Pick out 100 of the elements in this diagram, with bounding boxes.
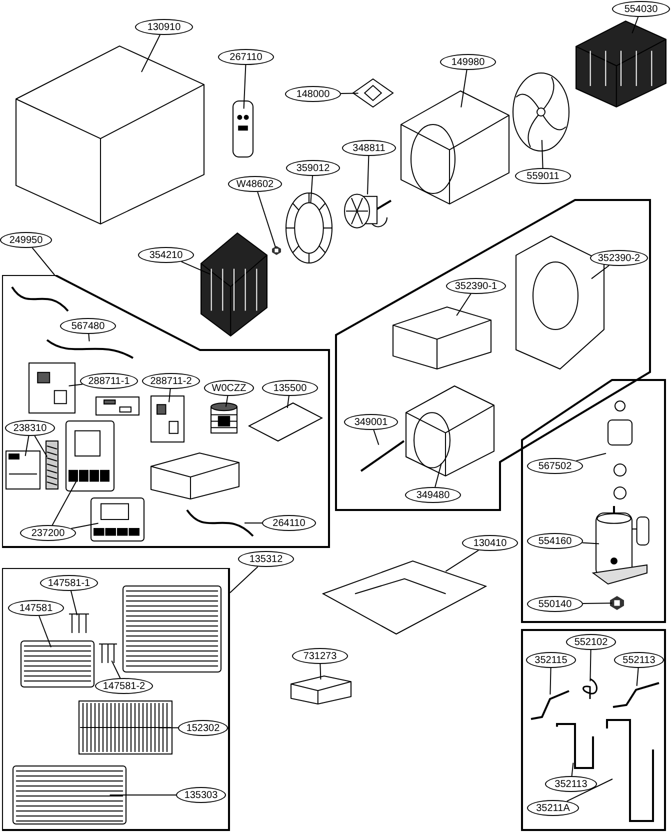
part-number-callout: 249950	[0, 232, 52, 248]
part-number-callout: 288711-2	[142, 373, 200, 389]
remote-control-drawing	[232, 100, 254, 158]
part-number-callout: 552113	[614, 652, 664, 668]
part-number-callout: 352113	[545, 776, 597, 792]
clip-drawing	[68, 612, 90, 634]
part-number-callout: 147581	[8, 600, 64, 616]
leader-line	[310, 176, 313, 204]
clip-drawing	[98, 642, 118, 664]
leader-line	[32, 247, 56, 276]
bracket-drawing	[352, 78, 394, 108]
front-grille-drawing	[12, 765, 127, 825]
grommet-drawing	[610, 596, 624, 610]
base-pan-drawing	[322, 560, 487, 635]
leader-line	[88, 334, 90, 342]
part-number-callout: 352115	[526, 652, 576, 668]
cover-plate-drawing	[248, 402, 323, 442]
orifice-panel-drawing	[405, 385, 495, 477]
part-number-callout: 148000	[285, 86, 341, 102]
nut-drawing	[272, 246, 281, 255]
leader-line	[566, 778, 613, 802]
leader-line	[576, 452, 606, 462]
part-number-callout: 135303	[176, 787, 226, 803]
part-number-callout: 554030	[612, 1, 670, 17]
part-number-callout: 147581-1	[40, 575, 98, 591]
wire-drawing	[45, 338, 135, 360]
leader-line	[340, 92, 359, 94]
leader-line	[34, 435, 48, 458]
part-number-callout: 349480	[405, 487, 461, 503]
leader-line	[68, 384, 83, 386]
leader-line	[582, 542, 600, 544]
louver-drawing	[20, 640, 95, 688]
blower-wheel-drawing	[285, 192, 333, 264]
circuit-board-drawing	[28, 362, 76, 414]
part-number-callout: 352390-2	[590, 250, 648, 266]
capacitor-drawing	[210, 402, 238, 434]
leader-line	[590, 650, 592, 682]
leader-line	[257, 192, 276, 248]
part-number-callout: 731273	[292, 648, 348, 664]
label-plate-drawing	[5, 450, 41, 490]
tube-drawing	[605, 718, 655, 823]
leader-line	[636, 668, 639, 686]
compressor-drawing	[590, 505, 650, 585]
fan-shroud-drawing	[400, 90, 510, 205]
evaporator-coil-drawing	[200, 232, 268, 337]
leader-line	[70, 522, 99, 529]
condenser-coil-drawing	[575, 20, 667, 108]
leader-line	[571, 762, 574, 776]
air-duct-drawing	[392, 306, 492, 370]
part-number-callout: W0CZZ	[204, 380, 254, 396]
part-number-callout: 554160	[527, 533, 583, 549]
part-number-callout: 147581-2	[95, 678, 153, 694]
part-number-callout: W48602	[228, 176, 282, 192]
leader-line	[158, 727, 178, 728]
part-number-callout: 135312	[238, 551, 294, 567]
part-number-callout: 135500	[262, 380, 318, 396]
leader-line	[434, 462, 442, 488]
leader-line	[244, 522, 262, 524]
part-number-callout: 559011	[515, 168, 571, 184]
part-number-callout: 288711-1	[80, 373, 138, 389]
leader-line	[591, 265, 610, 280]
leader-line	[230, 566, 258, 594]
part-number-callout: 348811	[342, 140, 396, 156]
tube-drawing	[612, 682, 660, 708]
leader-line	[38, 616, 52, 648]
part-number-callout: 567480	[60, 318, 116, 334]
leader-line	[243, 64, 246, 110]
leader-line	[456, 293, 472, 316]
part-number-callout: 152302	[178, 720, 228, 736]
leader-line	[582, 602, 613, 604]
carton-drawing	[290, 675, 352, 705]
leader-line	[141, 34, 160, 72]
part-number-callout: 352390-1	[446, 278, 506, 294]
leader-line	[180, 261, 211, 275]
leader-line	[445, 550, 479, 572]
leader-line	[373, 430, 380, 446]
tube-drawing	[530, 690, 570, 720]
strip-drawing	[45, 440, 59, 490]
leader-line	[225, 396, 228, 408]
cabinet-drawing	[15, 45, 205, 225]
leader-line	[550, 668, 552, 695]
leader-line	[367, 156, 370, 195]
wire-harness-drawing	[185, 508, 255, 538]
leader-line	[24, 436, 30, 456]
tube-drawing	[555, 722, 595, 770]
leader-line	[70, 590, 78, 616]
rod-drawing	[360, 440, 405, 472]
part-number-callout: 237200	[20, 525, 76, 541]
control-panel-drawing	[65, 420, 115, 492]
part-number-callout: 130910	[135, 19, 193, 35]
leader-line	[52, 480, 77, 526]
leader-line	[286, 396, 290, 408]
part-number-callout: 550140	[527, 596, 583, 612]
leader-line	[320, 664, 322, 680]
part-number-callout: 552102	[566, 634, 616, 650]
part-number-callout: 349001	[344, 414, 398, 430]
part-number-callout: 267110	[218, 49, 274, 65]
leader-line	[460, 70, 468, 108]
leader-line	[109, 794, 176, 796]
circuit-board-drawing	[150, 395, 185, 443]
